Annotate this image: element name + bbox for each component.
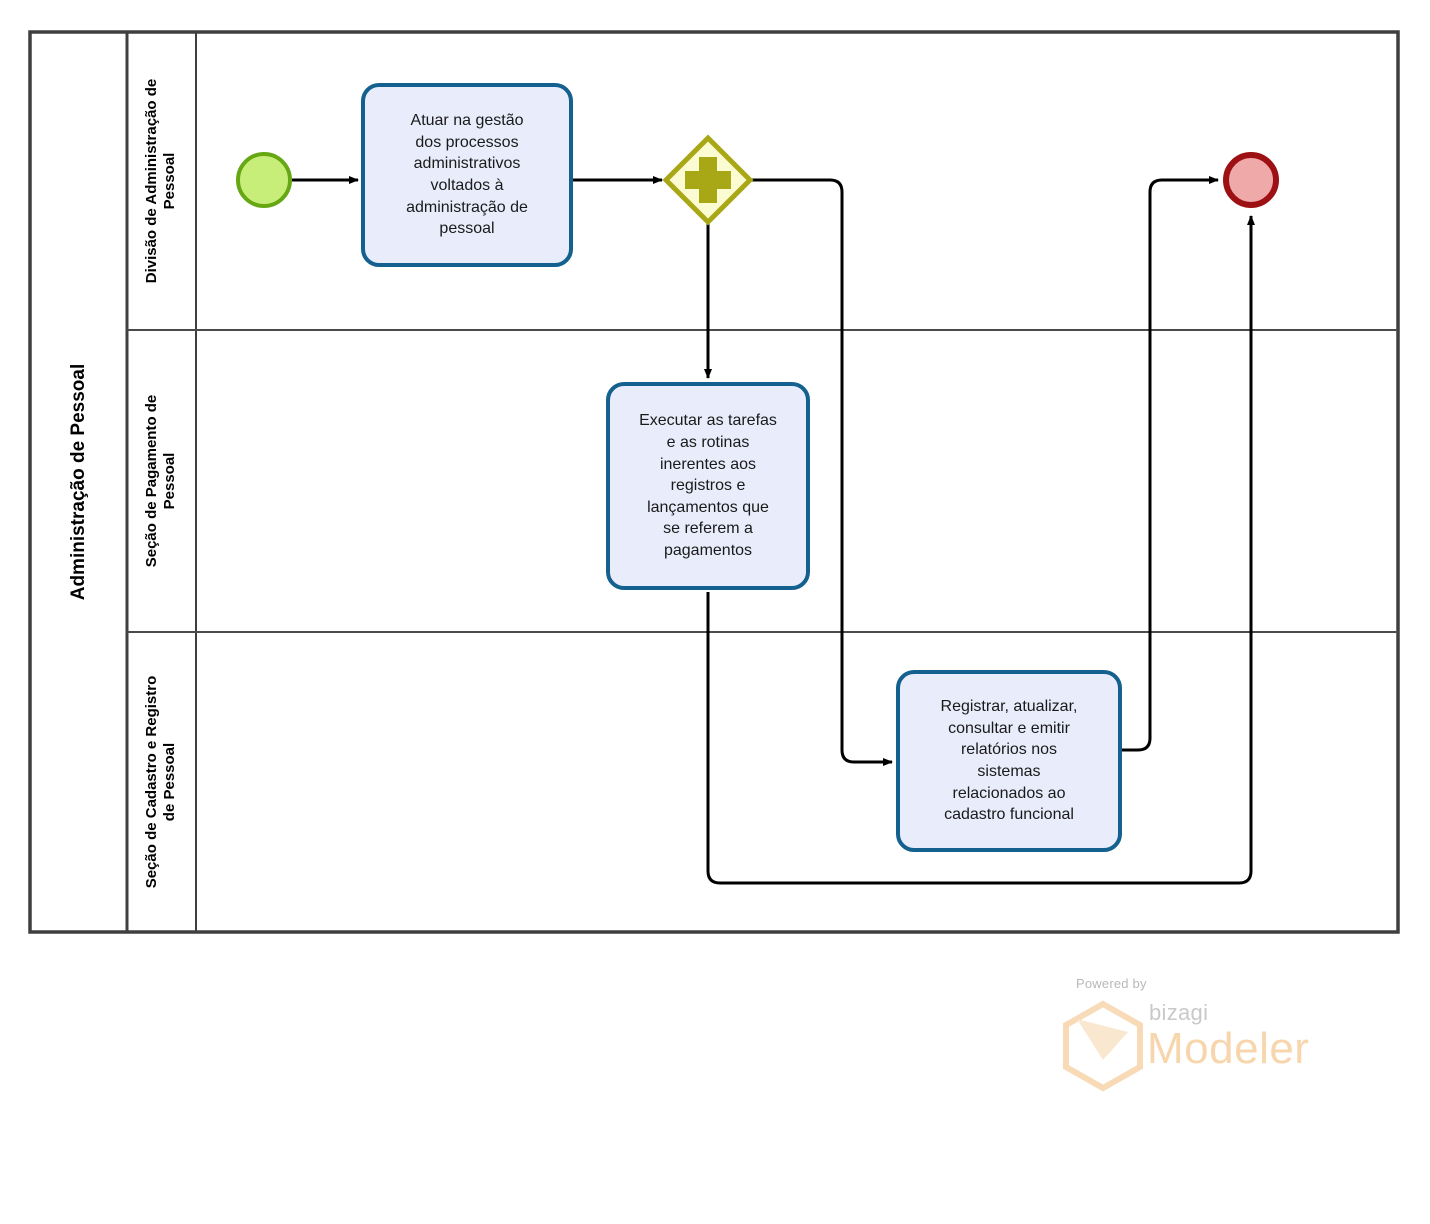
lane-title-divisao: Divisão de Administração de Pessoal — [142, 78, 178, 284]
plus-icon — [685, 157, 731, 203]
watermark-product: Modeler — [1147, 1024, 1310, 1073]
lane-title-cadastro: Seção de Cadastro e Registro de Pessoal — [142, 675, 178, 889]
sequence-flows — [292, 176, 1255, 885]
flow-task2-to-end[interactable] — [706, 215, 1255, 885]
parallel-gateway[interactable] — [662, 134, 754, 226]
task-box-3[interactable] — [896, 670, 1122, 852]
task-box-1[interactable] — [361, 83, 573, 267]
watermark-brand: bizagi — [1149, 1000, 1209, 1025]
start-event[interactable] — [236, 152, 292, 208]
lane-title-pagamento: Seção de Pagamento de Pessoal — [142, 394, 178, 568]
flow-task3-to-end[interactable] — [1120, 176, 1219, 752]
task-box-2[interactable] — [606, 382, 810, 590]
watermark-powered-by: Powered by — [1076, 976, 1147, 991]
flow-gateway-to-task3[interactable] — [750, 178, 893, 766]
bizagi-hexagon-logo — [1063, 1000, 1143, 1092]
end-event[interactable] — [1223, 152, 1279, 208]
pool-title: Administração de Pessoal — [67, 363, 89, 601]
